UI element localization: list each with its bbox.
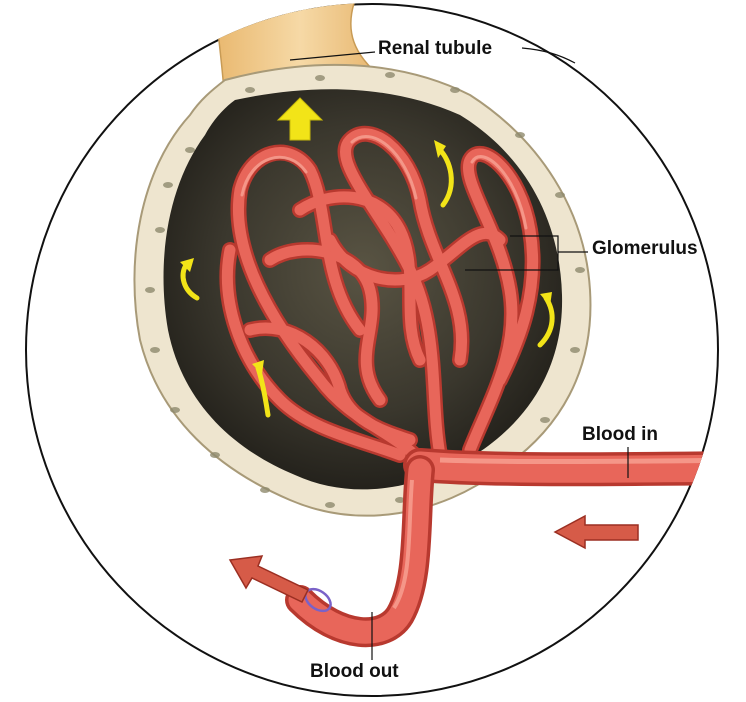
blood-in-label: Blood in <box>582 424 658 446</box>
glomerulus-label: Glomerulus <box>592 238 698 260</box>
renal-tubule-label: Renal tubule <box>378 38 492 60</box>
blood-out-label: Blood out <box>310 661 399 683</box>
